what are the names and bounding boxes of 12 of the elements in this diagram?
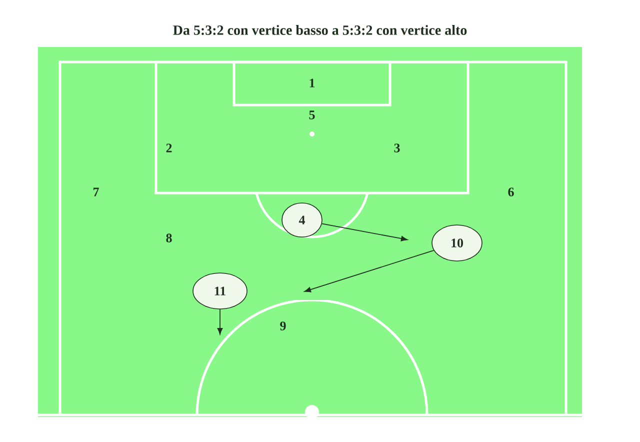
player-number: 6 (508, 188, 514, 196)
player-number: 2 (166, 144, 172, 152)
arrow (321, 223, 408, 242)
arrow (217, 308, 223, 335)
player-number: 5 (309, 110, 315, 120)
arrow (304, 250, 434, 292)
player-number: 9 (280, 322, 286, 330)
player-number: 8 (166, 234, 172, 242)
player-number: 1 (310, 78, 315, 88)
title: Da 5:3:2 con vertice basso a 5:3:2 con vertice alto (173, 25, 467, 35)
player-number: 3 (394, 144, 400, 152)
player-number: 7 (94, 188, 99, 196)
